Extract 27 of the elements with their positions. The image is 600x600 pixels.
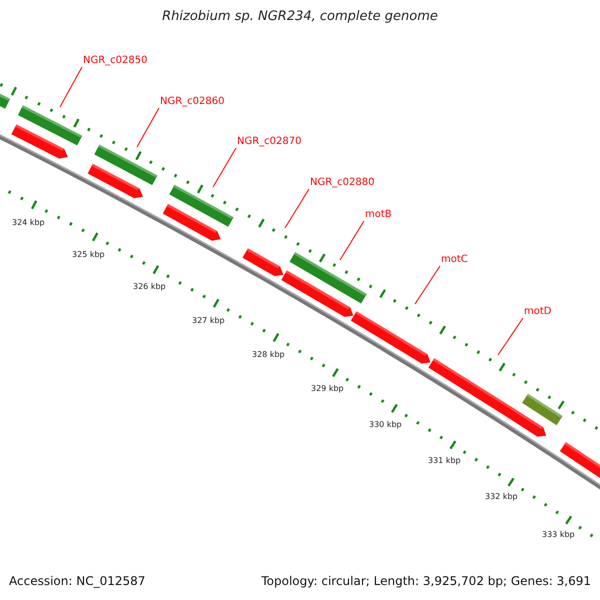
scale-label: 333 kbp bbox=[542, 530, 575, 540]
accession-text: Accession: NC_012587 bbox=[9, 574, 146, 589]
leader-line bbox=[212, 148, 236, 188]
scale-label: 324 kbp bbox=[12, 218, 45, 228]
gene-label: NGR_c02850 bbox=[83, 55, 148, 67]
gene-label: NGR_c02870 bbox=[237, 136, 302, 148]
leader-line bbox=[60, 66, 82, 108]
scale-label: 331 kbp bbox=[428, 456, 461, 466]
scale-label: 326 kbp bbox=[133, 282, 166, 292]
scale-label: 327 kbp bbox=[192, 316, 225, 326]
scale-label: 329 kbp bbox=[311, 384, 344, 394]
scale-label: 330 kbp bbox=[369, 420, 402, 430]
leader-line bbox=[340, 220, 364, 260]
leader-line bbox=[284, 188, 310, 228]
title: Rhizobium sp. NGR234, complete genome bbox=[161, 9, 439, 24]
gene-label: motD bbox=[524, 306, 552, 318]
scale-label: 328 kbp bbox=[252, 350, 285, 360]
gene-label: NGR_c02880 bbox=[310, 177, 374, 189]
gene-label: NGR_c02860 bbox=[160, 96, 224, 108]
genome-summary-text: Topology: circular; Length: 3,925,702 bp; Genes: 3,691 bbox=[261, 574, 591, 589]
leader-line bbox=[414, 266, 440, 304]
leader-line bbox=[498, 318, 524, 356]
scale-label: 325 kbp bbox=[72, 250, 105, 260]
gene-label: motB bbox=[365, 209, 392, 221]
gene-label: motC bbox=[441, 254, 468, 266]
scale-label: 332 kbp bbox=[485, 492, 518, 502]
leader-line bbox=[136, 108, 160, 148]
